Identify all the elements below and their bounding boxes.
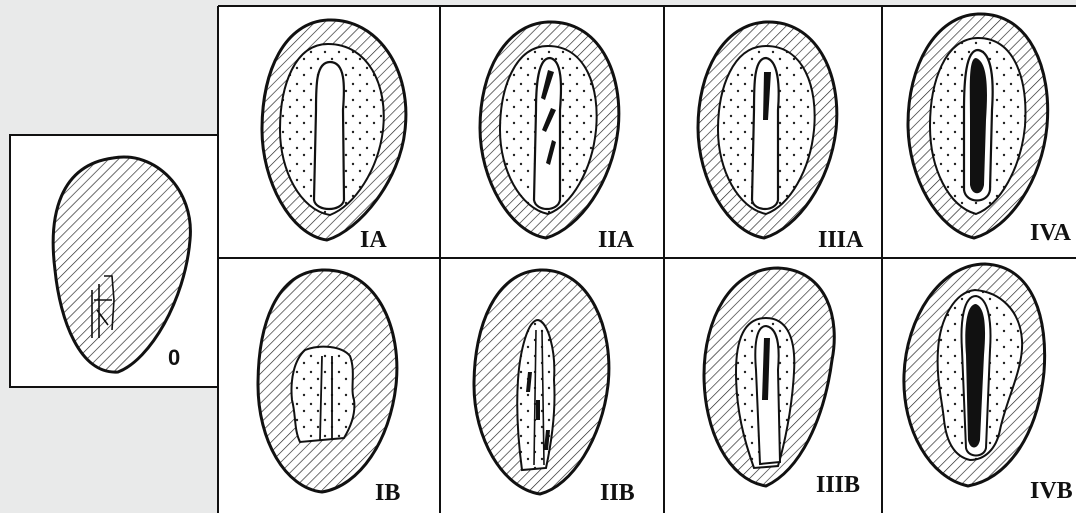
panel-label-iva: IVA <box>1030 220 1072 246</box>
panel-label-0: 0 <box>168 345 180 370</box>
panel-label-ivb: IVB <box>1030 478 1073 504</box>
panel-label-ia: IA <box>360 227 387 253</box>
panel-label-iia: IIA <box>598 227 635 253</box>
panel-label-iiia: IIIA <box>818 227 864 253</box>
panel-label-iib: IIB <box>600 480 635 506</box>
panel-label-ib: IB <box>375 480 400 506</box>
panel-label-iiib: IIIB <box>816 472 860 498</box>
